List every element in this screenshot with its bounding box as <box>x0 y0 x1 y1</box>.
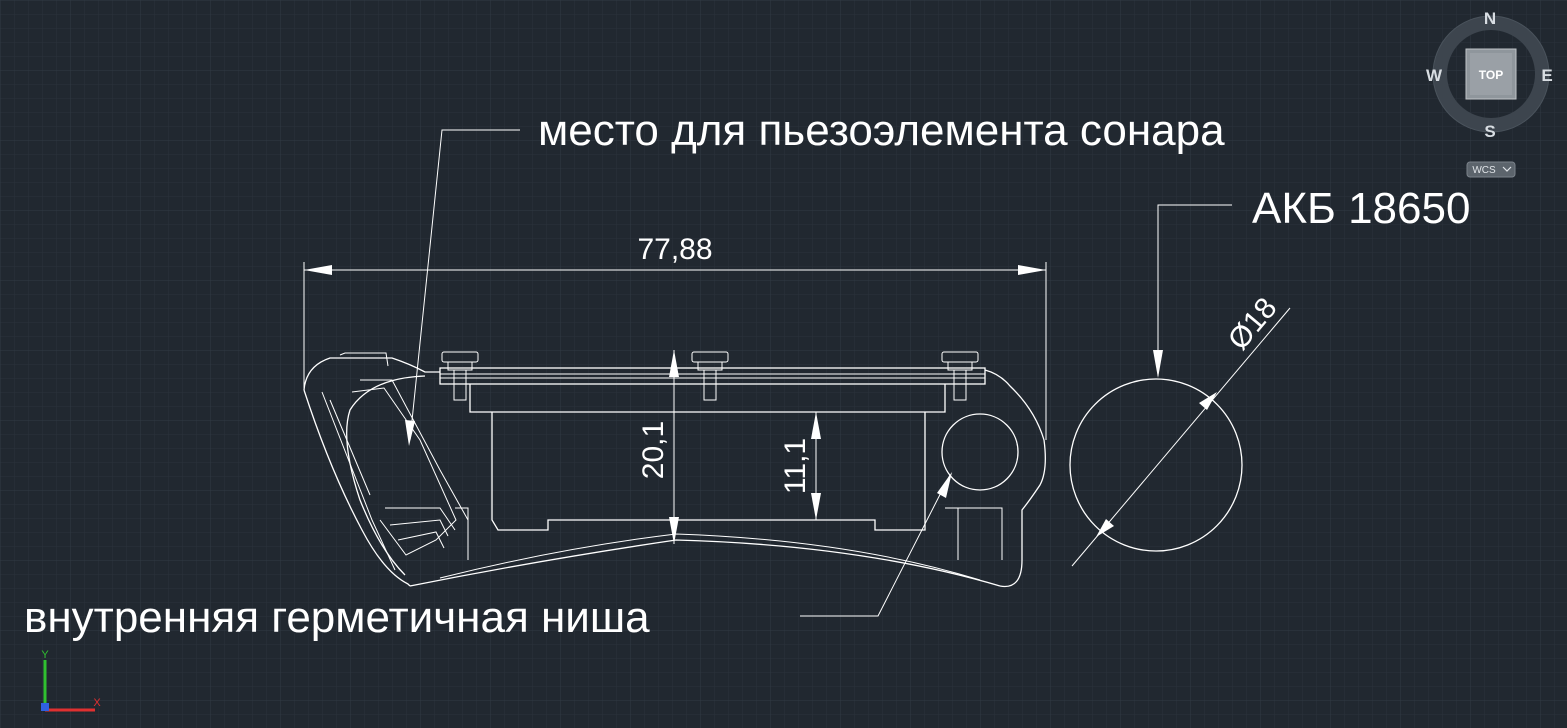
wcs-label: WCS <box>1472 165 1496 176</box>
wcs-menu-button[interactable]: WCS <box>1466 161 1516 178</box>
leader-niche <box>800 472 952 617</box>
piezo-label: место для пьезоэлемента сонара <box>538 106 1225 155</box>
leader-battery <box>1153 204 1232 378</box>
ucs-y-label: Y <box>41 649 49 661</box>
housing-section-drawing <box>303 351 1046 588</box>
ucs-x-label: X <box>93 697 101 709</box>
niche-label: внутренняя герметичная ниша <box>24 593 650 642</box>
chevron-down-icon <box>1502 166 1512 172</box>
dimension-height-inner-text: 11,1 <box>779 438 812 494</box>
compass-south[interactable]: S <box>1484 122 1495 141</box>
compass-north[interactable]: N <box>1484 9 1496 28</box>
dimension-height-outer-text: 20,1 <box>637 421 670 479</box>
battery-label: АКБ 18650 <box>1252 184 1470 233</box>
viewcube[interactable]: TOP N S E W <box>1426 9 1553 141</box>
ucs-icon: Y X <box>41 649 101 712</box>
dimension-height-outer: 20,1 <box>637 350 679 544</box>
viewcube-face-label: TOP <box>1479 68 1503 82</box>
dimension-width-text: 77,88 <box>637 233 712 266</box>
screw-middle <box>691 351 729 401</box>
screw-right <box>941 351 979 401</box>
compass-east[interactable]: E <box>1541 66 1552 85</box>
leader-piezo <box>405 129 520 446</box>
compass-west[interactable]: W <box>1426 66 1443 85</box>
screw-left <box>441 351 479 401</box>
dimension-height-inner: 11,1 <box>779 412 821 520</box>
